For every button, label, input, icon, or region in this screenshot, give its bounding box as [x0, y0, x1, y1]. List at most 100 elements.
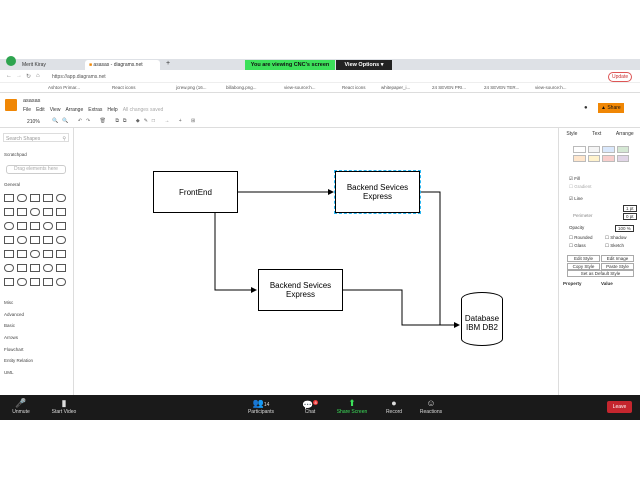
shadow-checkbox[interactable]: ☐ Shadow: [605, 235, 627, 240]
node-backend1-selected[interactable]: Backend Sevices Express: [334, 170, 421, 214]
shape-thumb[interactable]: [56, 264, 66, 272]
bookmark[interactable]: React icons: [342, 85, 366, 90]
shape-thumb[interactable]: [4, 208, 14, 216]
shape-thumb[interactable]: [56, 278, 66, 286]
style-swatch[interactable]: [616, 155, 629, 162]
shape-thumb[interactable]: [17, 208, 27, 216]
section-arrows[interactable]: Arrows: [4, 335, 19, 340]
menu-edit[interactable]: Edit: [36, 107, 45, 113]
style-swatch[interactable]: [602, 146, 615, 153]
bookmark[interactable]: 24 SEVEN TER...: [484, 85, 520, 90]
section-advanced[interactable]: Advanced: [4, 312, 25, 317]
document-title[interactable]: asasas: [23, 98, 41, 104]
shape-thumb[interactable]: [17, 250, 27, 258]
shape-thumb[interactable]: [30, 208, 40, 216]
menu-arrange[interactable]: Arrange: [65, 107, 84, 113]
home-icon[interactable]: ⌂: [36, 73, 40, 79]
shape-thumb[interactable]: [4, 264, 14, 272]
edit-style-button[interactable]: Edit Style: [567, 255, 600, 262]
bell-icon[interactable]: ●: [584, 105, 588, 111]
style-swatch[interactable]: [587, 155, 600, 162]
forward-icon[interactable]: →: [16, 73, 22, 79]
style-swatch[interactable]: [602, 155, 615, 162]
url-field[interactable]: https://app.diagrams.net: [52, 74, 106, 80]
bookmark[interactable]: view-source:h...: [535, 85, 567, 90]
fill-checkbox[interactable]: ☑ Fill: [569, 176, 581, 181]
shape-thumb[interactable]: [30, 236, 40, 244]
gradient-checkbox[interactable]: ☐ Gradient: [569, 184, 592, 189]
shape-thumb[interactable]: [4, 222, 14, 230]
section-entity-relation[interactable]: Entity Relation: [4, 358, 34, 363]
general-shapes-grid[interactable]: document.write(Array.from({length:35},(_…: [4, 194, 66, 289]
bookmark[interactable]: Ashton Primar...: [48, 85, 81, 90]
shape-thumb[interactable]: [17, 236, 27, 244]
edit-image-button[interactable]: Edit Image: [601, 255, 634, 262]
record-button[interactable]: ●Record: [374, 397, 414, 415]
leave-button[interactable]: Leave: [607, 401, 632, 413]
bookmark[interactable]: view-source:h...: [284, 85, 316, 90]
section-uml[interactable]: UML: [4, 370, 14, 375]
general-header[interactable]: General: [4, 182, 21, 187]
bookmark[interactable]: 24 SEVEN PRI...: [432, 85, 467, 90]
share-button[interactable]: ▲ Share: [598, 103, 624, 113]
tab-arrange[interactable]: Arrange: [615, 131, 634, 137]
shape-thumb[interactable]: [56, 250, 66, 258]
shape-thumb[interactable]: [4, 194, 14, 202]
unmute-button[interactable]: 🎤Unmute: [1, 397, 41, 415]
opacity-input[interactable]: 100 %: [615, 225, 634, 232]
bookmark[interactable]: whitepaper_i...: [381, 85, 411, 90]
shape-thumb[interactable]: [4, 250, 14, 258]
share-screen-button[interactable]: ⬆Share Screen: [332, 397, 372, 415]
new-tab-button[interactable]: +: [166, 60, 171, 67]
bookmark[interactable]: React icons: [112, 85, 136, 90]
menu-file[interactable]: File: [23, 107, 32, 113]
line-checkbox[interactable]: ☑ Line: [569, 196, 583, 201]
style-swatch[interactable]: [573, 146, 586, 153]
shape-thumb[interactable]: [56, 236, 66, 244]
glass-checkbox[interactable]: ☐ Glass: [569, 243, 586, 248]
reactions-button[interactable]: ☺Reactions: [411, 397, 451, 415]
menu-extras[interactable]: Extras: [88, 107, 103, 113]
back-icon[interactable]: ←: [6, 73, 12, 79]
set-default-style-button[interactable]: Set as Default Style: [567, 270, 634, 277]
start-video-button[interactable]: ▮Start Video: [44, 397, 84, 415]
shape-thumb[interactable]: [43, 250, 53, 258]
shape-thumb[interactable]: [30, 222, 40, 230]
shape-thumb[interactable]: [43, 236, 53, 244]
style-swatch[interactable]: [616, 146, 629, 153]
section-flowchart[interactable]: Flowchart: [4, 347, 24, 352]
scratchpad-header[interactable]: Scratchpad: [4, 152, 27, 157]
shape-thumb[interactable]: [43, 278, 53, 286]
menu-help[interactable]: Help: [107, 107, 118, 113]
shape-thumb[interactable]: [30, 278, 40, 286]
shape-thumb[interactable]: [17, 278, 27, 286]
update-button[interactable]: Update: [608, 72, 633, 82]
sketch-checkbox[interactable]: ☐ Sketch: [605, 243, 625, 248]
shape-thumb[interactable]: [30, 264, 40, 272]
shape-thumb[interactable]: [4, 236, 14, 244]
paste-style-button[interactable]: Paste Style: [601, 263, 634, 270]
browser-tab-active[interactable]: ■ asasas - diagrams.net: [85, 60, 160, 70]
style-swatch[interactable]: [573, 155, 586, 162]
node-frontend[interactable]: FrontEnd: [153, 171, 238, 213]
style-swatches[interactable]: [573, 146, 629, 162]
node-backend2[interactable]: Backend Sevices Express: [258, 269, 343, 311]
shape-thumb[interactable]: [43, 208, 53, 216]
section-misc[interactable]: Misc: [4, 300, 14, 305]
line-width-input[interactable]: 1 pt: [623, 205, 637, 212]
shape-thumb[interactable]: [17, 264, 27, 272]
shape-thumb[interactable]: [56, 208, 66, 216]
shape-thumb[interactable]: [17, 222, 27, 230]
shape-thumb[interactable]: [43, 194, 53, 202]
diagram-canvas[interactable]: FrontEnd Backend Sevices Express Backend…: [75, 128, 558, 395]
toolbar-icons[interactable]: 🔍🔍 ↶↷ 🗑 ⧉⧉ ◆✎□ → + ⊞: [52, 118, 200, 124]
shape-thumb[interactable]: [43, 222, 53, 230]
rounded-checkbox[interactable]: ☐ Rounded: [569, 235, 593, 240]
view-options-button[interactable]: View Options ▾: [336, 60, 392, 70]
search-shapes-input[interactable]: Search Shapes⚲: [3, 133, 69, 142]
tab-style[interactable]: Style: [566, 131, 578, 137]
tab-text[interactable]: Text: [592, 131, 602, 137]
bookmark[interactable]: jcrew.png (16...: [176, 85, 207, 90]
browser-tab[interactable]: Merit Kiray: [18, 60, 78, 70]
